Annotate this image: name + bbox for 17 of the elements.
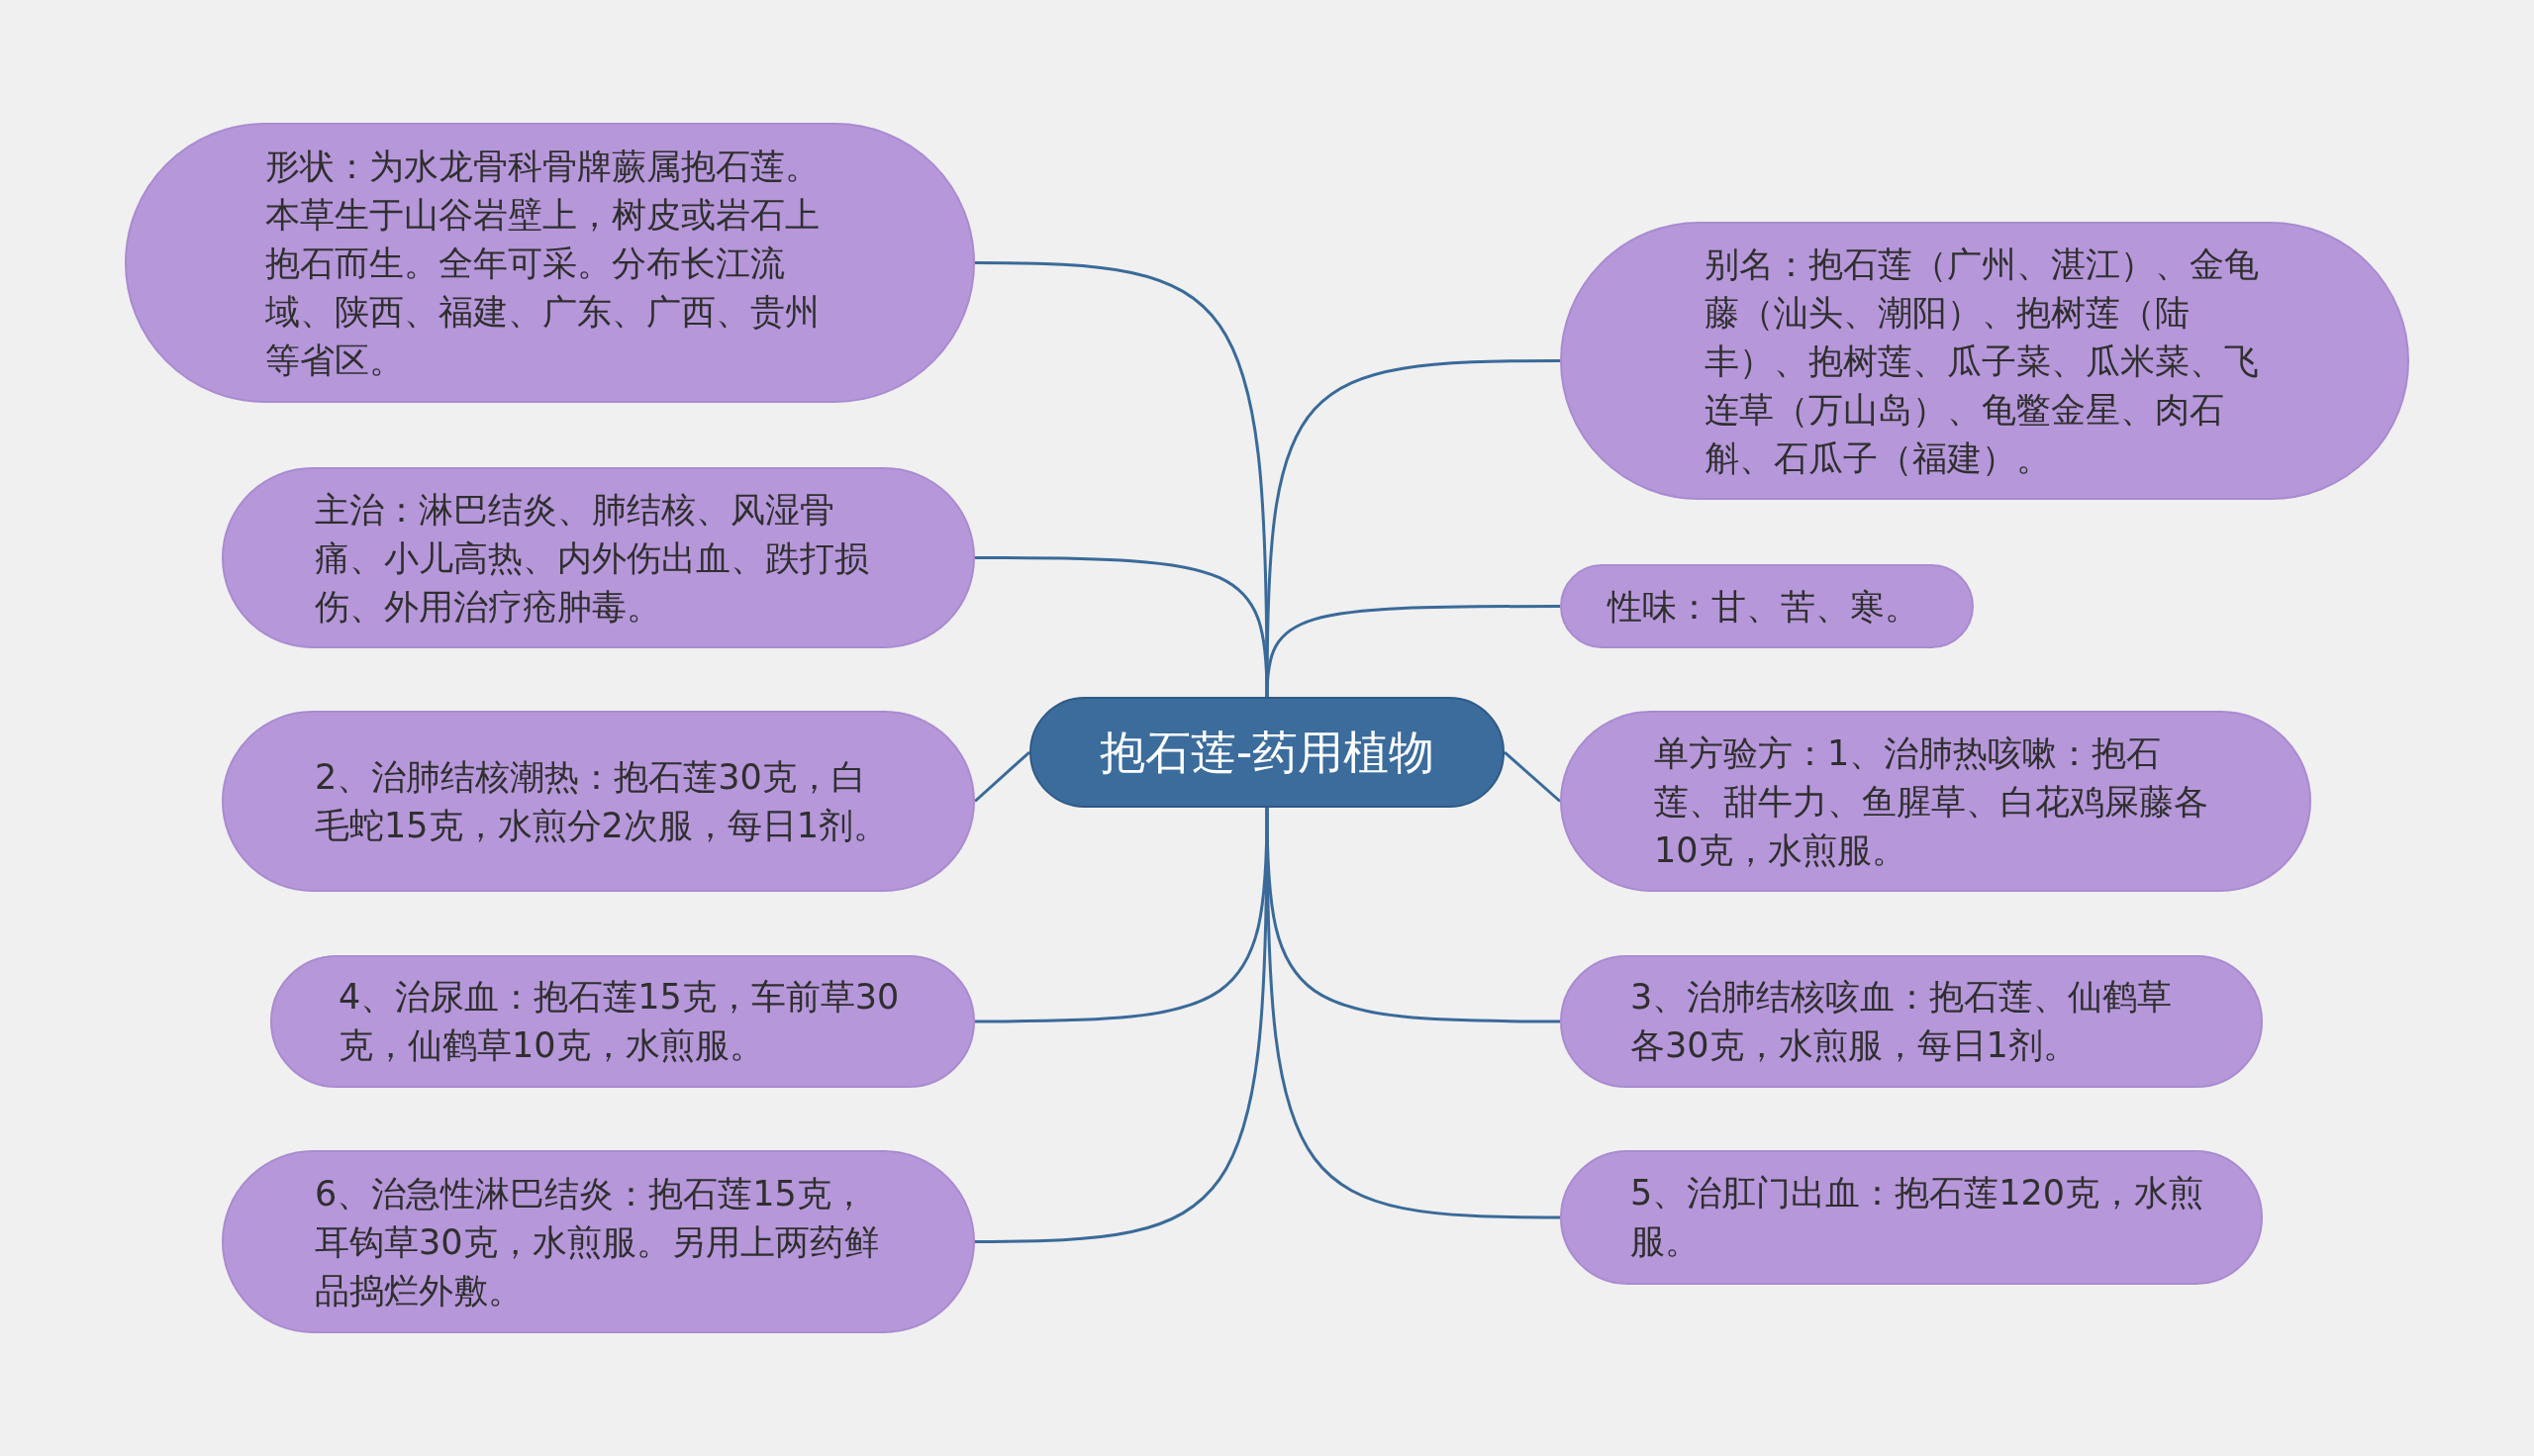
connector-line [1265,605,1560,698]
connector-line [1504,750,1561,803]
topic-text: 6、治急性淋巴结炎：抱石莲15克，耳钩草30克，水煎服。另用上两药鲜品捣烂外敷。 [315,1172,879,1311]
topic-text: 3、治肺结核咳血：抱石莲、仙鹤草各30克，水煎服，每日1剂。 [1630,976,2174,1067]
connector-line [975,808,1269,1243]
topic-text: 单方验方：1、治肺热咳嗽：抱石莲、甜牛力、鱼腥草、白花鸡屎藤各10克，水煎服。 [1654,731,2209,871]
topic-text: 别名：抱石莲（广州、湛江）、金龟藤（汕头、潮阳）、抱树莲（陆丰）、抱树莲、瓜子菜、瓜米菜、飞连草（万山岛）、龟鳖金星、肉石斛、石瓜子（福建）。 [1705,243,2260,479]
connector-line [1265,808,1560,1219]
topic-text: 主治：淋巴结炎、肺结核、风湿骨痛、小儿高热、内外伤出血、跌打损伤、外用治疗疮肿毒。 [315,488,870,628]
topic-text: 4、治尿血：抱石莲15克，车前草30克，仙鹤草10克，水煎服。 [339,976,901,1067]
topic-text: 性味：甘、苦、寒。 [1608,585,1920,628]
topic-text: 2、治肺结核潮热：抱石莲30克，白毛蛇15克，水煎分2次服，每日1剂。 [315,755,889,847]
topic-text: 5、治肛门出血：抱石莲120克，水煎服。 [1630,1172,2205,1263]
topic-text: 抱石莲-药用植物 [1098,725,1436,780]
connector-line [974,750,1030,803]
connector-line [1265,359,1560,697]
topic-text: 形状：为水龙骨科骨牌蕨属抱石莲。本草生于山谷岩壁上，树皮或岩石上抱石而生。全年可采。分布长江流域、陕西、福建、广东、广西、贵州等省区。 [265,145,821,381]
